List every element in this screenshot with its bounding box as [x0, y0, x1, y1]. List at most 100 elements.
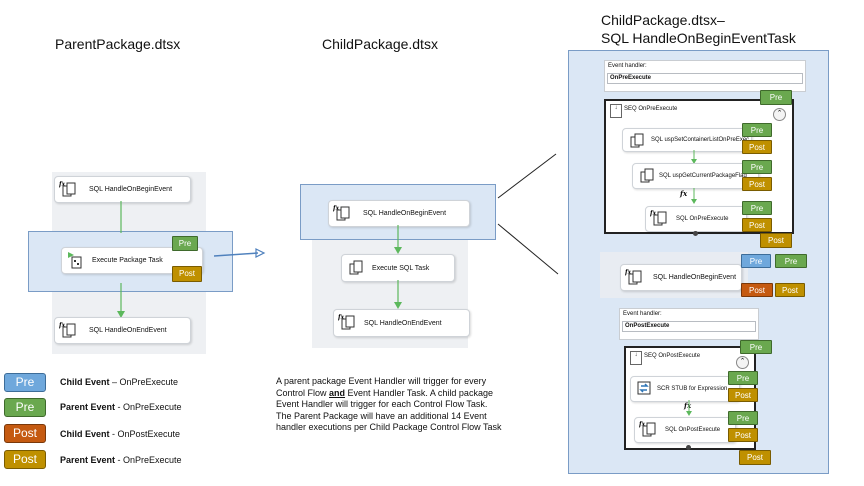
detail-title-line2: SQL HandleOnBeginEventTask: [601, 30, 796, 46]
legend-text: Parent Event - OnPreExecute: [60, 455, 182, 465]
sql-task-icon: fx: [638, 420, 657, 438]
detail-task-onpostexecute[interactable]: fx SQL OnPostExecute: [634, 417, 736, 443]
post-event-handler-box: Event handler: OnPostExecute: [619, 308, 759, 340]
legend-badge-parent-pre: Pre: [4, 398, 46, 417]
execute-package-icon: [66, 251, 84, 269]
script-task-icon: [635, 379, 653, 397]
detail-task-get-flag[interactable]: SQL uspGetCurrentPackageFlag: [632, 163, 759, 189]
legend-badge-child-pre: Pre: [4, 373, 46, 392]
pre-badge: Pre: [740, 340, 772, 354]
parent-task-begin[interactable]: fx SQL HandleOnBeginEvent: [54, 176, 191, 203]
parent-package-title: ParentPackage.dtsx: [55, 36, 181, 52]
svg-text:fx: fx: [650, 210, 657, 217]
post-badge: Post: [728, 428, 758, 442]
legend-badge-child-post: Post: [4, 424, 46, 443]
task-label: SQL HandleOnEndEvent: [364, 319, 442, 327]
event-handler-label: Event handler:: [608, 63, 647, 69]
fx-label: fx: [680, 189, 688, 198]
sql-task-icon: fx: [624, 268, 643, 286]
event-handler-select[interactable]: OnPreExecute: [607, 73, 803, 84]
seq-title: SEQ OnPreExecute: [624, 106, 678, 112]
post-badge: Post: [739, 450, 771, 465]
svg-text:fx: fx: [333, 205, 340, 212]
detail-main-task[interactable]: fx SQL HandleOnBeginEvent: [620, 264, 742, 291]
detail-task-onpreexecute[interactable]: fx SQL OnPreExecute: [645, 206, 747, 232]
pre-badge: Pre: [728, 411, 758, 425]
pre-badge: Pre: [760, 90, 792, 105]
pre-event-handler-box: Event handler: OnPreExecute: [604, 60, 806, 92]
seq-title: SEQ OnPostExecute: [644, 353, 701, 359]
flow-connector: [394, 225, 402, 254]
task-label: Execute SQL Task: [372, 264, 430, 272]
task-label: SCR STUB for Expression: [657, 386, 728, 392]
task-label: SQL HandleOnEndEvent: [89, 327, 167, 334]
flow-connector: [691, 150, 697, 164]
task-label: SQL HandleOnBeginEvent: [653, 274, 737, 281]
flow-connector: [117, 283, 125, 318]
sql-task-icon: fx: [58, 321, 77, 339]
collapse-icon[interactable]: ⌃: [773, 108, 786, 121]
task-label: SQL HandleOnBeginEvent: [89, 186, 173, 193]
sql-task-icon: fx: [332, 204, 351, 222]
parent-pre-badge: Pre: [172, 236, 198, 251]
detail-task-set-container[interactable]: SQL uspSetContainerListOnPreExecute: [622, 128, 752, 152]
post-badge: Post: [728, 388, 758, 402]
parent-post-badge: Post: [775, 283, 805, 297]
sql-task-icon: fx: [337, 313, 356, 331]
child-task-end[interactable]: fx SQL HandleOnEndEvent: [333, 309, 470, 337]
detail-title-line1: ChildPackage.dtsx–: [601, 12, 725, 28]
task-label: Execute Package Task: [92, 257, 163, 264]
child-task-execute-sql[interactable]: Execute SQL Task: [341, 254, 455, 282]
event-handler-select[interactable]: OnPostExecute: [622, 321, 756, 332]
task-label: SQL HandleOnBeginEvent: [363, 210, 447, 217]
parent-pre-badge: Pre: [775, 254, 807, 268]
legend-text: Parent Event - OnPreExecute: [60, 402, 182, 412]
flow-connector: [394, 280, 402, 309]
post-badge: Post: [742, 218, 772, 232]
flow-connector: [691, 188, 697, 204]
detail-task-scr-stub[interactable]: SCR STUB for Expression: [630, 376, 740, 402]
zoom-lines: [497, 153, 559, 275]
pre-badge: Pre: [742, 123, 772, 137]
svg-text:fx: fx: [625, 269, 632, 276]
post-badge: Post: [742, 177, 772, 191]
fx-label: fx: [684, 401, 692, 410]
task-label: SQL OnPreExecute: [676, 216, 729, 222]
legend-badge-parent-post: Post: [4, 450, 46, 469]
child-task-begin[interactable]: fx SQL HandleOnBeginEvent: [328, 200, 470, 227]
sql-task-icon: fx: [58, 180, 77, 198]
parent-post-badge: Post: [172, 266, 202, 282]
collapse-icon[interactable]: ⌃: [736, 356, 749, 369]
task-label: SQL uspSetContainerListOnPreExecute: [651, 137, 749, 143]
parent-to-child-arrow: [214, 248, 266, 258]
flow-connector: [686, 400, 692, 416]
task-label: SQL OnPostExecute: [665, 427, 721, 433]
sequence-icon: ↓: [630, 351, 642, 365]
explanation-note: A parent package Event Handler will trig…: [276, 376, 502, 432]
parent-task-end[interactable]: fx SQL HandleOnEndEvent: [54, 317, 191, 344]
child-package-title: ChildPackage.dtsx: [322, 36, 438, 52]
post-badge: Post: [742, 140, 772, 154]
anchor-dot: [686, 445, 691, 450]
legend-text: Child Event – OnPreExecute: [60, 377, 179, 387]
sql-task-icon: [637, 166, 655, 184]
pre-badge: Pre: [742, 201, 772, 215]
child-pre-badge: Pre: [741, 254, 771, 268]
svg-text:fx: fx: [639, 421, 646, 428]
task-label: SQL uspGetCurrentPackageFlag: [659, 173, 747, 179]
svg-text:fx: fx: [59, 181, 66, 188]
sequence-icon: ↓: [610, 104, 622, 118]
pre-badge: Pre: [742, 160, 772, 174]
event-handler-label: Event handler:: [623, 311, 662, 317]
sql-task-icon: [627, 131, 645, 149]
legend-text: Child Event - OnPostExecute: [60, 429, 181, 439]
flow-connector: [120, 201, 122, 233]
child-post-badge: Post: [741, 283, 773, 297]
anchor-dot: [693, 231, 698, 236]
sql-task-icon: fx: [649, 209, 668, 227]
post-badge: Post: [760, 233, 792, 248]
pre-badge: Pre: [728, 371, 758, 385]
sql-task-icon: [346, 258, 364, 276]
svg-text:fx: fx: [59, 322, 66, 329]
svg-text:fx: fx: [338, 314, 345, 321]
